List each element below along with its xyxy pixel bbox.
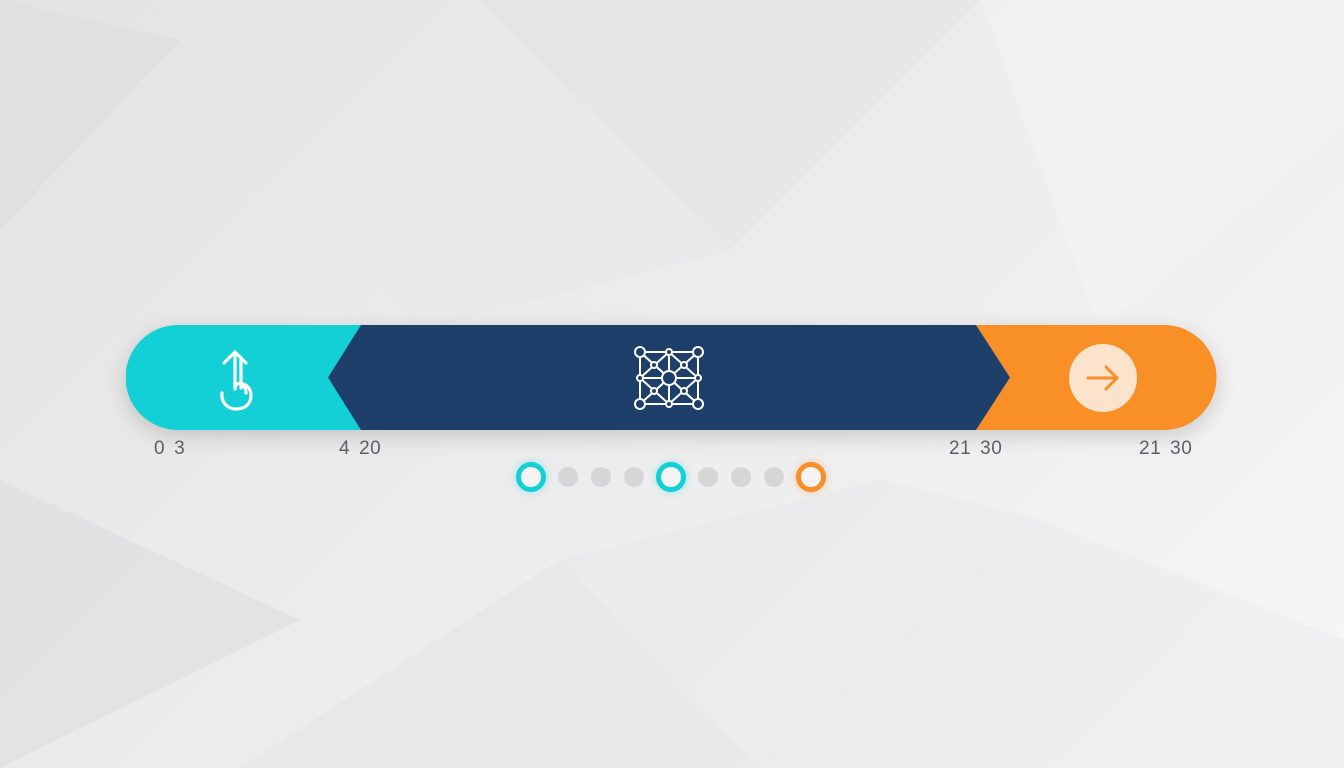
range-label-end-start: 21 30 bbox=[949, 438, 1002, 460]
range-label-final-to: 30 bbox=[1170, 438, 1193, 459]
range-label-middle-from: 4 bbox=[339, 438, 351, 459]
range-label-final: 21 30 bbox=[1139, 438, 1192, 460]
network-nodes-icon bbox=[634, 346, 704, 410]
segmented-bar bbox=[126, 325, 1217, 430]
segment-start[interactable] bbox=[126, 325, 361, 430]
range-label-start-to: 3 bbox=[174, 438, 186, 459]
range-label-end-to: 30 bbox=[980, 438, 1003, 459]
range-label-start-from: 0 bbox=[154, 438, 166, 459]
range-label-middle-start: 4 20 bbox=[339, 438, 381, 460]
arrow-right-icon[interactable] bbox=[1068, 343, 1138, 413]
range-label-final-from: 21 bbox=[1139, 438, 1162, 459]
range-label-end-from: 21 bbox=[949, 438, 972, 459]
hook-arrow-up-icon bbox=[220, 350, 253, 411]
range-label-middle-to: 20 bbox=[359, 438, 382, 459]
